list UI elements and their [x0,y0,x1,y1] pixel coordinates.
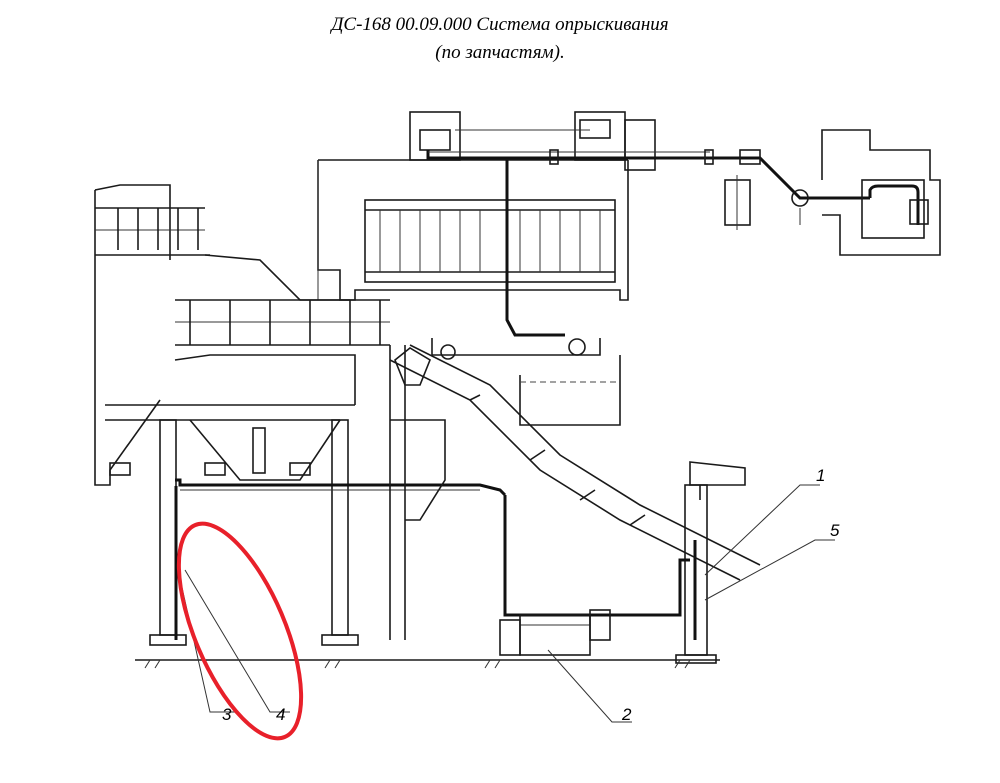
plan-view [317,111,941,426]
side-elevation [94,184,761,669]
callout-1: 1 [816,466,825,485]
callout-5: 5 [830,521,840,540]
highlight-ellipse [176,521,304,741]
callout-2: 2 [621,705,632,724]
drawing-title-line1: ДС-168 00.09.000 Система опрыскивания [331,14,669,35]
drawing-title-line2: (по запчастям). [435,42,565,63]
callout-4: 4 [276,705,285,724]
callout-3: 3 [222,705,232,724]
